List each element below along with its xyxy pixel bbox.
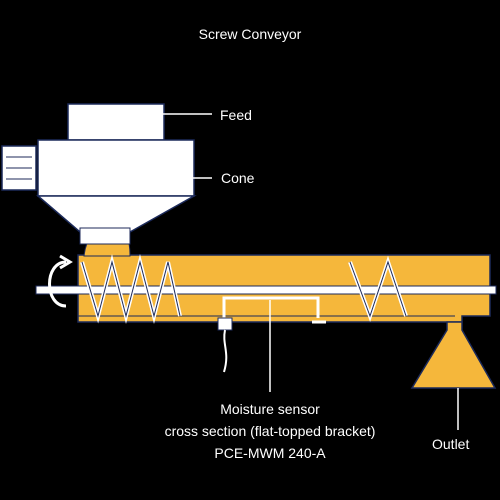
diagram-title: Screw Conveyor [198,26,302,42]
cone-body [37,139,195,197]
sensor-label-line2: cross section (flat-topped bracket) [164,423,376,439]
outlet-chute [410,321,497,389]
screw-flight-left-outline [81,260,181,318]
rotation-arrowhead-icon [59,254,73,270]
sensor-bracket [222,296,320,318]
feed-box [67,103,165,141]
moisture-sensor-label: Moisture sensor cross section (flat-topp… [60,398,480,464]
cone-taper [35,195,197,233]
screw-shaft [35,285,497,295]
screw-flight-right-outline [349,260,407,318]
outlet-label: Outlet [432,436,470,452]
feed-label: Feed [220,107,252,123]
sensor-label-line1: Moisture sensor [220,401,320,417]
cone-label: Cone [221,170,255,186]
rotation-arrow-icon [48,260,67,308]
sensor-label-line3: PCE-MWM 240-A [214,445,326,461]
cone-neck [79,227,131,245]
sensor-head [217,317,233,331]
sensor-cable [223,329,228,373]
